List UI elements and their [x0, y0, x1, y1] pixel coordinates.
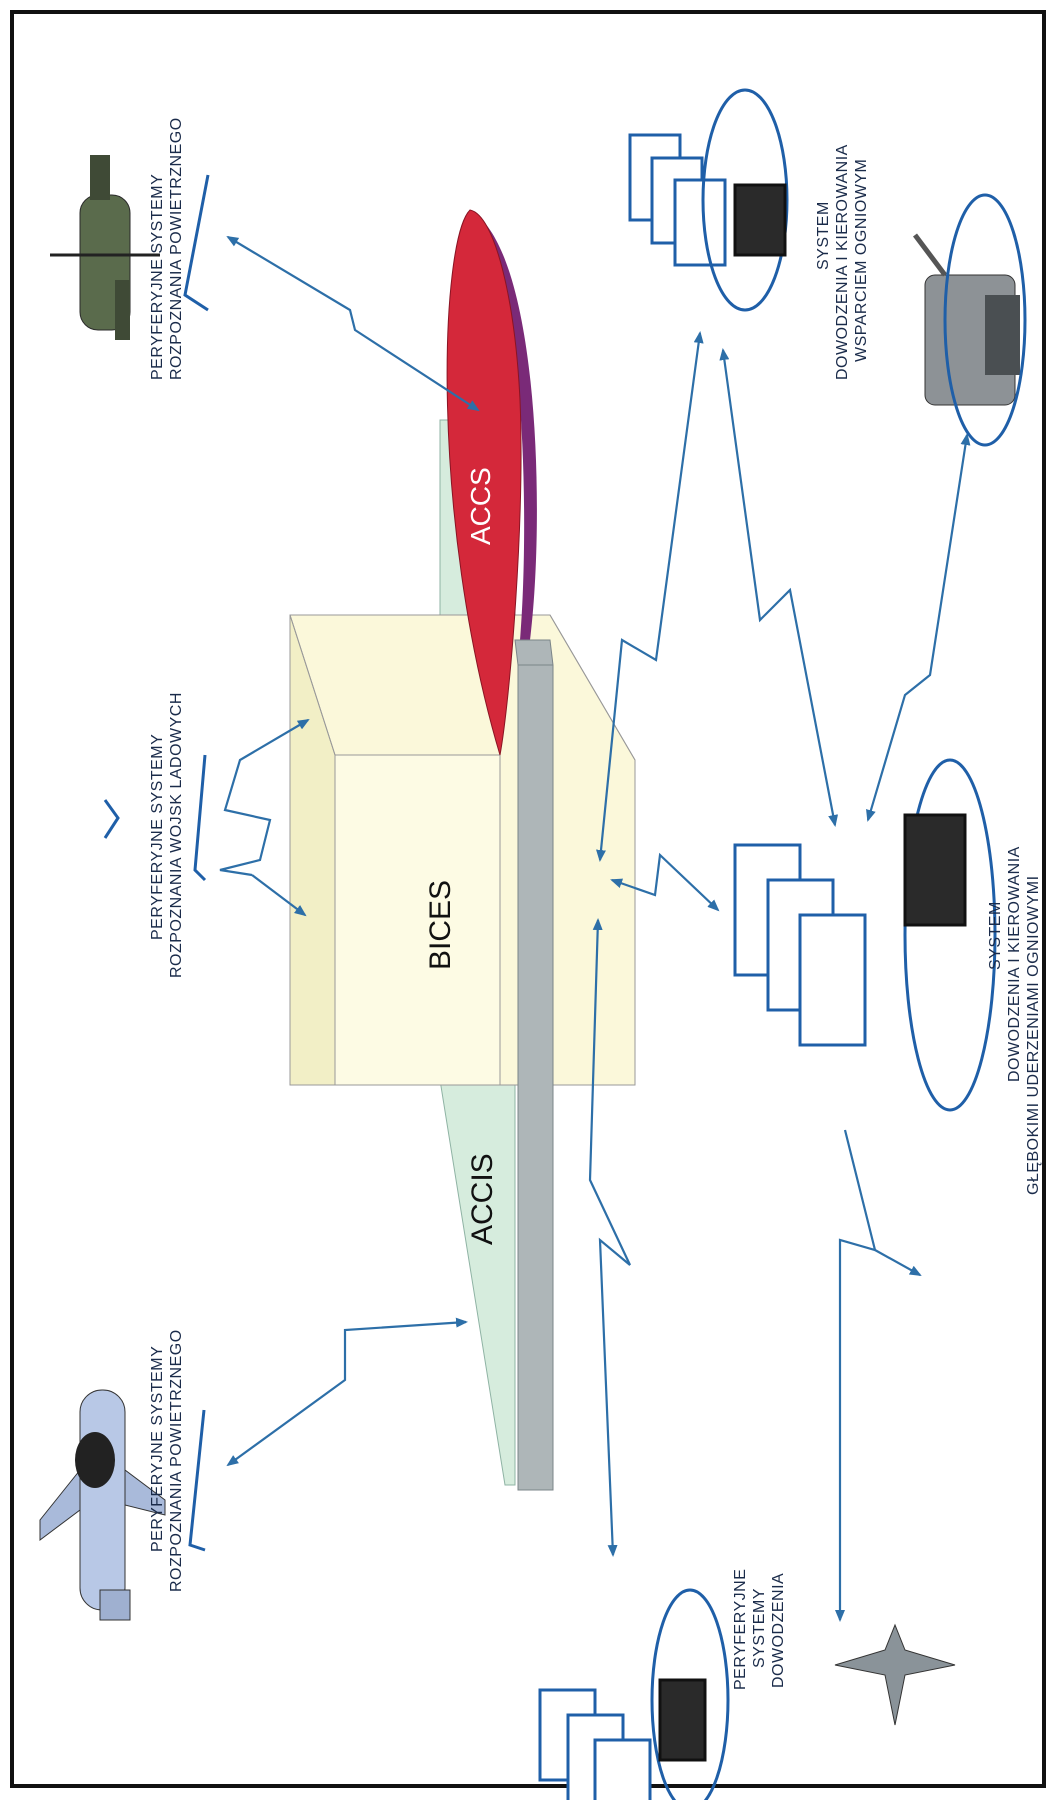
fire-support-label-2: DOWODZENIA I KIEROWANIA	[834, 144, 851, 380]
awacs-plane-icon	[39, 1389, 166, 1621]
air-recon-bottom-node	[188, 1409, 206, 1552]
land-recon-label-2: ROZPOZNANIA WOJSK LADOWYCH	[168, 692, 185, 978]
backbone-bar	[514, 639, 554, 1491]
air-recon-top-label-1: PERYFERYJNE SYSTEMY	[149, 174, 166, 380]
artillery-vehicle-icon	[913, 233, 1020, 406]
helicopter-icon	[50, 155, 160, 340]
command-label-1: PERYFERYJNE	[732, 1569, 749, 1690]
command-label-2: SYSTEMY	[751, 1588, 768, 1668]
fighter-jet-icon	[834, 1623, 956, 1726]
artillery-ring	[943, 193, 1027, 447]
land-recon-node	[103, 754, 207, 882]
fire-support-label-1: SYSTEM	[815, 201, 832, 270]
air-recon-top-node	[183, 174, 210, 312]
accs-disc-edge	[470, 210, 537, 640]
deep-strike-label-3: GŁĘBOKIMI UDERZENIAMI OGNIOWYMI	[1025, 875, 1042, 1195]
fire-support-node	[628, 88, 789, 312]
accs-label: ACCS	[465, 467, 496, 545]
bices-box-front	[334, 754, 501, 1086]
deep-strike-label-2: DOWODZENIA I KIEROWANIA	[1006, 846, 1023, 1082]
accis-label: ACCIS	[466, 1153, 499, 1245]
command-label-3: DOWODZENIA	[770, 1573, 787, 1688]
bices-label: BICES	[424, 880, 457, 970]
air-recon-bottom-label-2: ROZPOZNANIA POWIETRZNEGO	[168, 1329, 185, 1592]
deep-strike-label-1: SYSTEM	[987, 901, 1004, 970]
air-recon-bottom-label-1: PERYFERYJNE SYSTEMY	[149, 1346, 166, 1552]
peripheral-command-node	[538, 1588, 730, 1800]
land-recon-label-1: PERYFERYJNE SYSTEMY	[149, 734, 166, 940]
air-recon-top-label-2: ROZPOZNANIA POWIETRZNEGO	[168, 117, 185, 380]
fire-support-label-3: WSPARCIEM OGNIOWYM	[853, 159, 870, 362]
deep-strike-node	[733, 758, 997, 1112]
link-arrows	[219, 235, 971, 1622]
